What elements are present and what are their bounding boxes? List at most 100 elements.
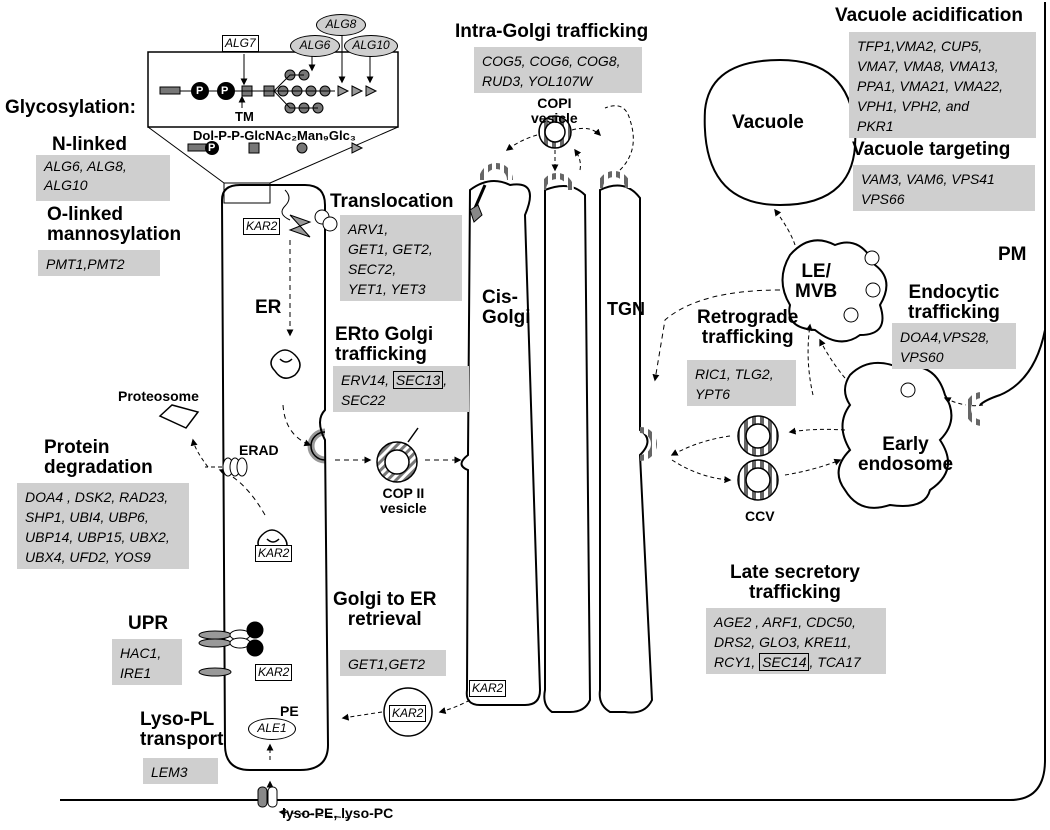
er-membrane bbox=[220, 184, 330, 771]
early-endosome-shape bbox=[837, 361, 953, 509]
gene-line: DOA4 , DSK2, RAD23, bbox=[25, 489, 169, 505]
gene-line: RCY1, SEC14, TCA17 bbox=[714, 653, 861, 671]
er-label: ER bbox=[255, 297, 282, 318]
heading-golgi-to-er: Golgi to ER retrieval bbox=[333, 589, 437, 630]
copi-vesicle-label: COPI vesicle bbox=[531, 95, 578, 126]
gene-line: HAC1, bbox=[120, 645, 162, 661]
kar2-tag-upr: KAR2 bbox=[255, 664, 293, 681]
genes-endocytic: DOA4,VPS28, VPS60 bbox=[892, 323, 1016, 369]
heading-glycosylation: Glycosylation: bbox=[5, 97, 136, 118]
gene-line: ALG10 bbox=[44, 177, 88, 193]
phosphate-label-1: P bbox=[196, 85, 204, 97]
kar2-tag-erad: KAR2 bbox=[255, 545, 293, 562]
vacuole-label: Vacuole bbox=[732, 112, 804, 133]
gene-line: VPH1, VPH2, and bbox=[857, 98, 970, 114]
heading-vacuole-targeting: Vacuole targeting bbox=[852, 139, 1011, 160]
tgn bbox=[598, 184, 654, 714]
kar2-tag-vesicle: KAR2 bbox=[389, 705, 427, 722]
gene-line: AGE2 , ARF1, CDC50, bbox=[714, 614, 856, 630]
gene-line: VMA7, VMA8, VMA13, bbox=[857, 58, 999, 74]
proteosome-shape bbox=[158, 404, 200, 429]
gene-line: UBP14, UBP15, UBX2, bbox=[25, 529, 170, 545]
phosphate-label-3: P bbox=[208, 142, 216, 154]
gene-line: DRS2, GLO3, KRE11, bbox=[714, 634, 852, 650]
heading-o-linked: O-linked mannosylation bbox=[47, 204, 182, 245]
heading-late-secretory: Late secretory trafficking bbox=[730, 562, 860, 603]
early-endosome-label: Early endosome bbox=[858, 434, 954, 475]
pm-label: PM bbox=[998, 244, 1027, 265]
gene-line: TFP1,VMA2, CUP5, bbox=[857, 38, 983, 54]
genes-intra-golgi: COG5, COG6, COG8, RUD3, YOL107W bbox=[474, 47, 642, 93]
le-mvb-label: LE/ MVB bbox=[795, 261, 838, 302]
sec14-boxed: SEC14 bbox=[759, 653, 810, 671]
pe-label: PE bbox=[280, 703, 299, 719]
ale1-oval: ALE1 bbox=[248, 718, 296, 740]
genes-n-linked: ALG6, ALG8, ALG10 bbox=[36, 155, 170, 201]
heading-vacuole-acidification: Vacuole acidification bbox=[835, 5, 1023, 26]
gene-line: PKR1 bbox=[857, 118, 894, 134]
gene-line: ARV1, bbox=[348, 221, 389, 237]
genes-o-linked: PMT1,PMT2 bbox=[38, 250, 160, 276]
ccv-label: CCV bbox=[745, 508, 775, 524]
copii-vesicle-label: COP II vesicle bbox=[380, 485, 427, 516]
alg7-tag: ALG7 bbox=[222, 35, 259, 52]
gene-line: DOA4,VPS28, bbox=[900, 329, 990, 345]
cis-golgi bbox=[460, 180, 542, 706]
cis-golgi-label: Cis- Golgi bbox=[482, 287, 531, 328]
medial-golgi bbox=[543, 185, 592, 713]
dol-formula: Dol-P-P-GlcNAc₂Man₉Glc₃ bbox=[193, 128, 356, 143]
gene-line: VAM3, VAM6, VPS41 bbox=[861, 171, 995, 187]
le-mvb-shape bbox=[781, 239, 888, 343]
gene-line: ERV14, SEC13, bbox=[341, 371, 448, 389]
alg6-oval: ALG6 bbox=[290, 35, 340, 57]
gene-line: RUD3, YOL107W bbox=[482, 73, 593, 89]
gene-line: IRE1 bbox=[120, 665, 152, 681]
gene-line: YET1, YET3 bbox=[348, 281, 426, 297]
genes-vacuole-targeting: VAM3, VAM6, VPS41 VPS66 bbox=[853, 165, 1035, 211]
genes-protein-degradation: DOA4 , DSK2, RAD23, SHP1, UBI4, UBP6, UB… bbox=[17, 483, 189, 569]
erad-label: ERAD bbox=[239, 442, 279, 458]
gene-line: VPS60 bbox=[900, 349, 944, 365]
gene-line: PMT1,PMT2 bbox=[46, 256, 125, 272]
gene-line: UBX4, UFD2, YOS9 bbox=[25, 549, 151, 565]
tm-label: TM bbox=[235, 109, 254, 124]
lyso-label: lyso-PE, lyso-PC bbox=[282, 805, 394, 821]
genes-er-to-golgi: ERV14, SEC13, SEC22 bbox=[333, 366, 469, 412]
heading-protein-degradation: Protein degradation bbox=[44, 437, 153, 478]
gene-line: VPS66 bbox=[861, 191, 905, 207]
gene-line: SHP1, UBI4, UBP6, bbox=[25, 509, 149, 525]
heading-upr: UPR bbox=[128, 613, 169, 634]
genes-late-secretory: AGE2 , ARF1, CDC50, DRS2, GLO3, KRE11, R… bbox=[706, 608, 886, 674]
phosphate-label-2: P bbox=[221, 85, 229, 97]
proteosome-label: Proteosome bbox=[118, 388, 199, 404]
heading-lyso-pl: Lyso-PL transport bbox=[140, 709, 224, 750]
genes-upr: HAC1, IRE1 bbox=[112, 639, 182, 685]
heading-er-to-golgi: ERto Golgi trafficking bbox=[335, 324, 434, 365]
gene-line: PPA1, VMA21, VMA22, bbox=[857, 78, 1004, 94]
gene-line: LEM3 bbox=[151, 764, 188, 780]
sec13-boxed: SEC13 bbox=[392, 371, 444, 389]
kar2-tag-golgi: KAR2 bbox=[469, 680, 507, 697]
alg8-oval: ALG8 bbox=[316, 14, 366, 36]
genes-retrograde: RIC1, TLG2, YPT6 bbox=[687, 360, 796, 406]
heading-intra-golgi: Intra-Golgi trafficking bbox=[455, 21, 649, 42]
genes-lyso-pl: LEM3 bbox=[143, 758, 218, 784]
genes-golgi-to-er: GET1,GET2 bbox=[340, 650, 446, 676]
alg10-oval: ALG10 bbox=[344, 35, 398, 57]
genes-translocation: ARV1, GET1, GET2, SEC72, YET1, YET3 bbox=[340, 215, 462, 301]
gene-line: YPT6 bbox=[695, 386, 731, 402]
gene-line: ALG6, ALG8, bbox=[44, 158, 127, 174]
plasma-membrane bbox=[60, 329, 1046, 801]
heading-n-linked: N-linked bbox=[52, 134, 127, 155]
kar2-tag-translocation: KAR2 bbox=[243, 218, 281, 235]
gene-line: GET1,GET2 bbox=[348, 656, 426, 672]
gene-line: COG5, COG6, COG8, bbox=[482, 53, 621, 69]
gene-line: SEC22 bbox=[341, 392, 386, 408]
heading-retrograde: Retrograde trafficking bbox=[697, 307, 799, 348]
heading-endocytic: Endocytic trafficking bbox=[908, 282, 1000, 323]
gene-line: GET1, GET2, bbox=[348, 241, 433, 257]
tgn-label: TGN bbox=[607, 299, 645, 319]
gene-line: SEC72, bbox=[348, 261, 397, 277]
